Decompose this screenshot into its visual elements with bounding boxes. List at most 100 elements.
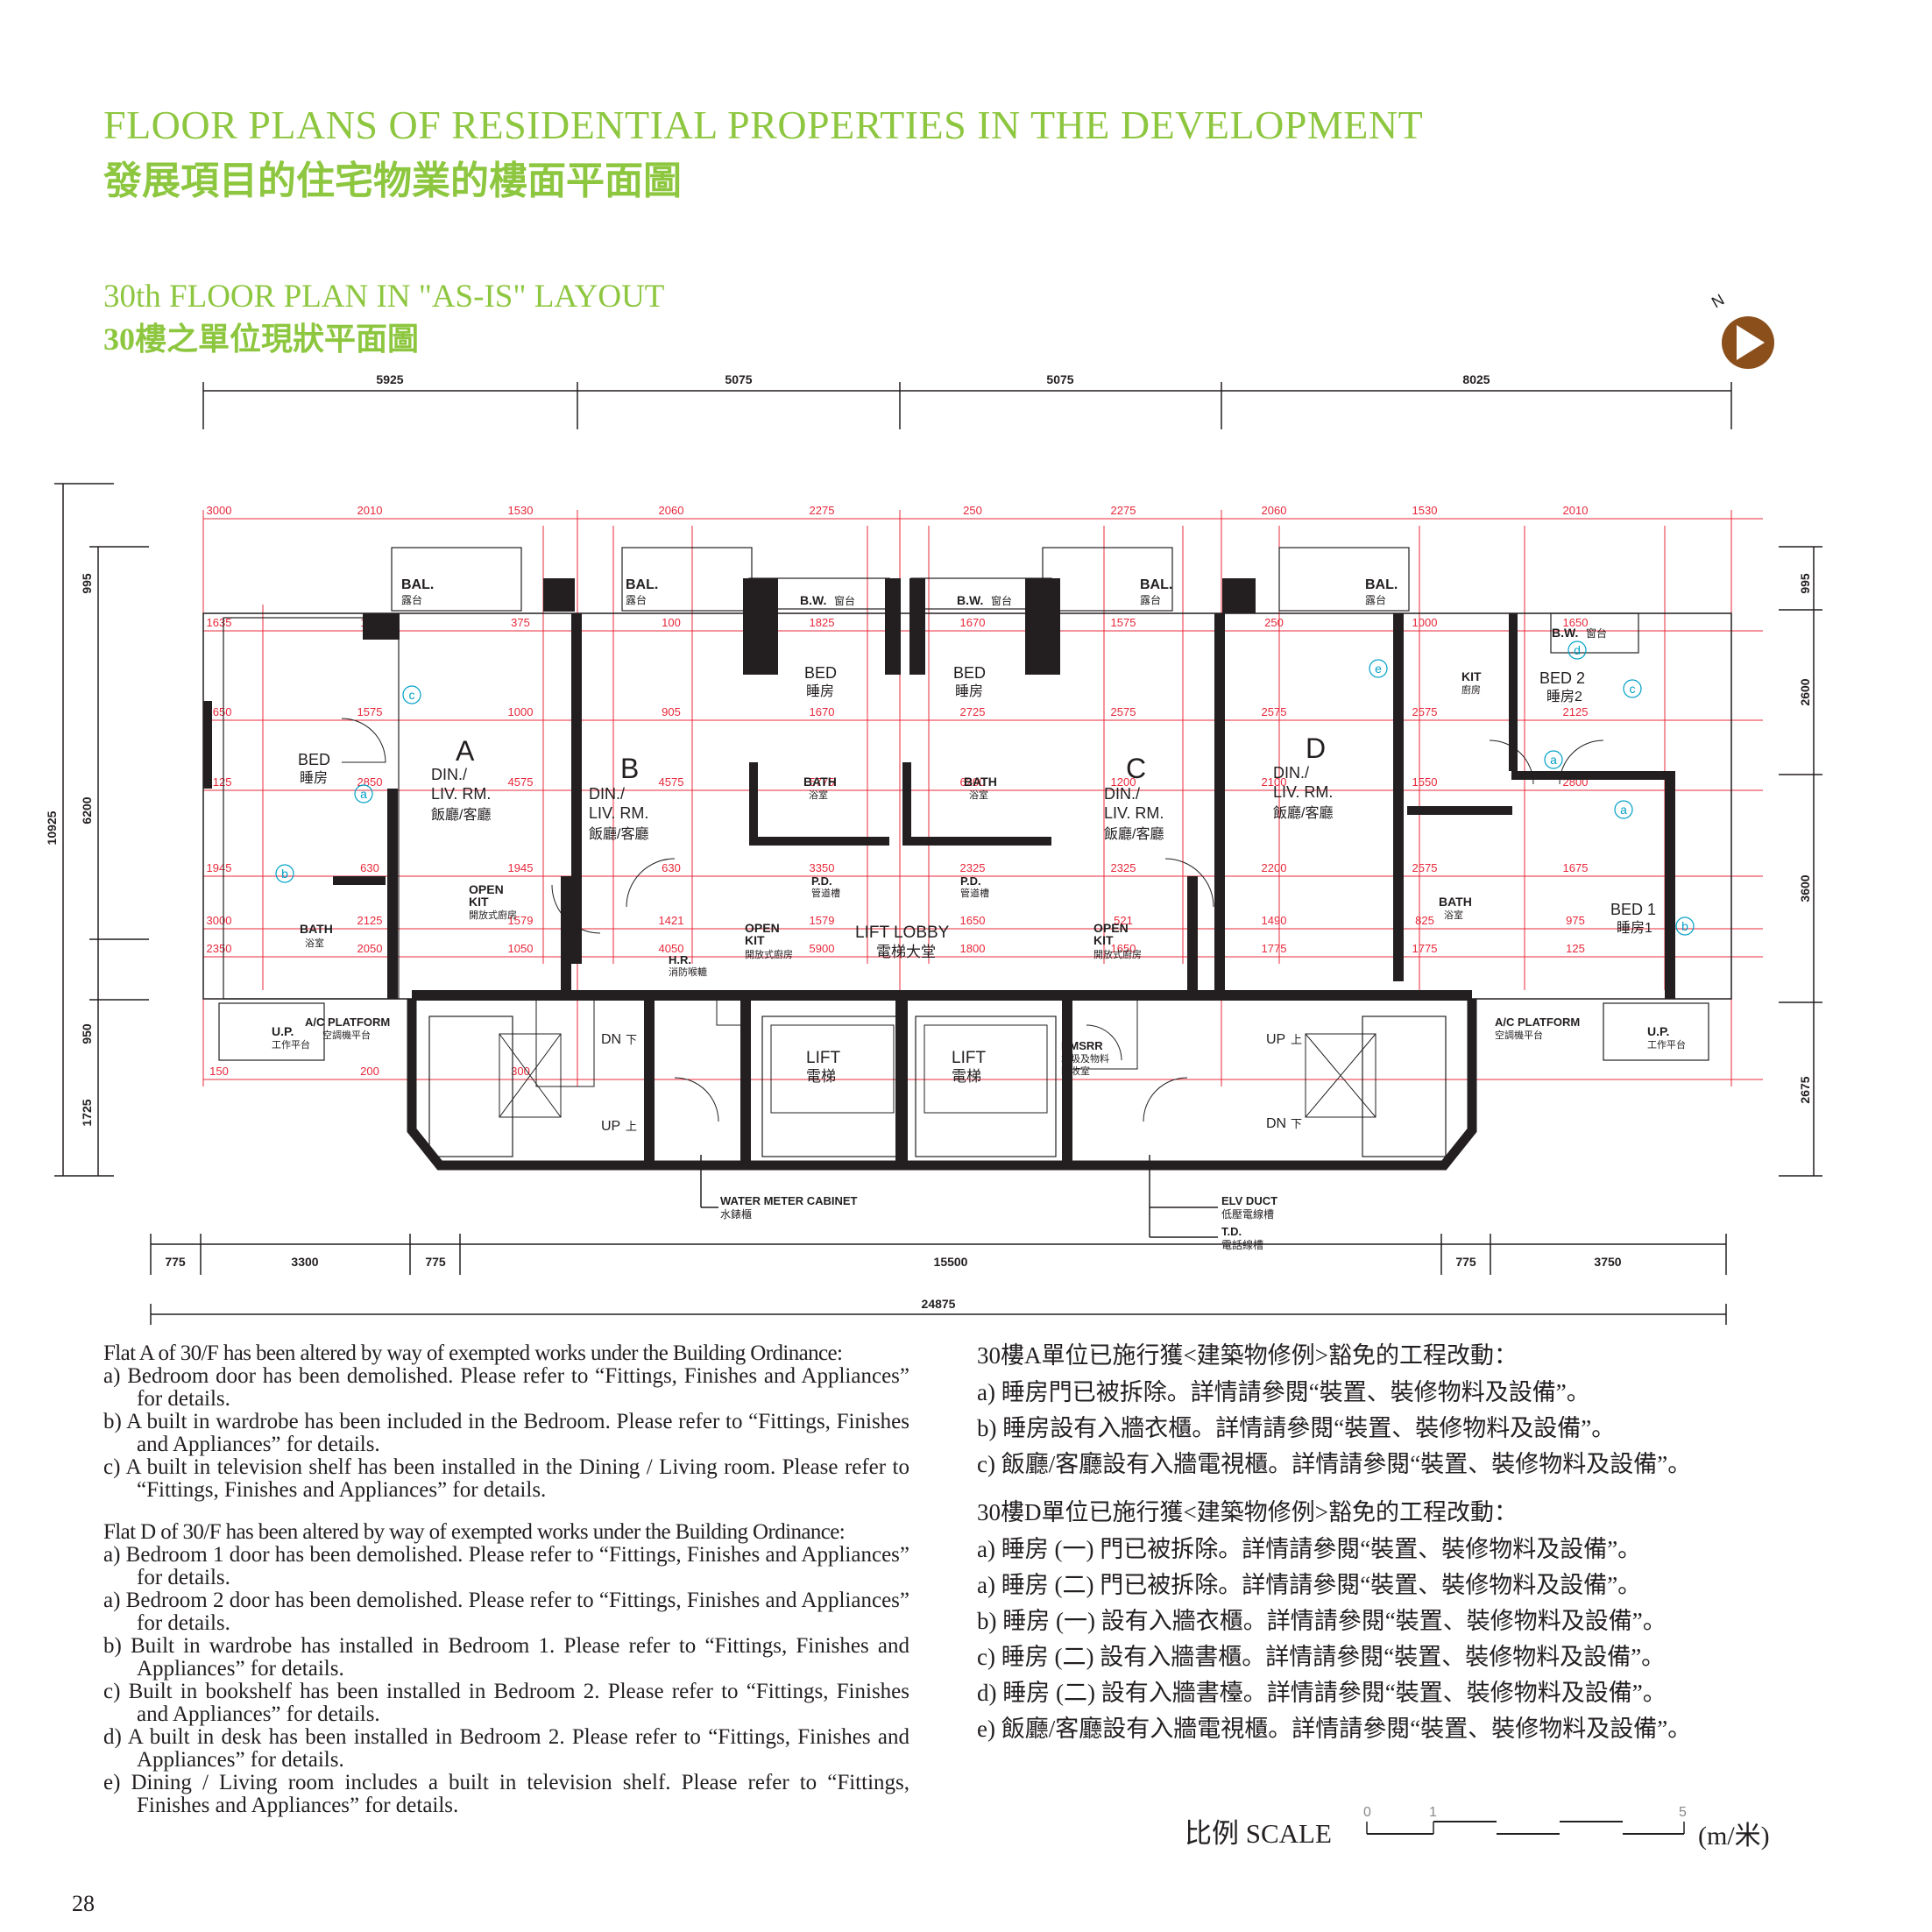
din-label: DIN./ — [1104, 785, 1140, 803]
ac-platform-label: A/C PLATFORM — [1495, 1016, 1580, 1029]
red-dimension-label: 1650 — [960, 914, 986, 927]
telephone-duct-label: T.D. — [1221, 1225, 1242, 1238]
red-dimension-label: 300 — [511, 1065, 530, 1078]
scale-tick-0: 0 — [1363, 1805, 1371, 1820]
scale-unit: (m/米) — [1698, 1822, 1770, 1851]
red-dimension-label: 2575 — [1412, 861, 1438, 874]
room-labels: BAL. 露台 BAL. 露台 BAL. 露台 BAL. 露台 B.W. 窗台 … — [272, 577, 1686, 1251]
red-dimension-label: 2350 — [207, 942, 232, 955]
red-dimension-label: 1530 — [508, 504, 534, 517]
scale-tick-1: 1 — [1429, 1805, 1437, 1820]
red-dimension-label: 4050 — [659, 942, 684, 955]
red-dimension-label: 2060 — [659, 504, 684, 517]
plan-subtitle-zh: 30樓之單位現狀平面圖 — [103, 322, 420, 357]
marker-d: d — [1574, 643, 1581, 657]
stair-down-label: DN — [601, 1032, 621, 1047]
dim-right: 2600 — [1798, 678, 1812, 705]
dim-top: 5075 — [725, 372, 752, 386]
red-dimension-label: 825 — [1415, 914, 1434, 927]
red-dimension-label: 4575 — [508, 775, 534, 789]
ac-platform-label: A/C PLATFORM — [305, 1016, 390, 1029]
bath-label-zh: 浴室 — [305, 937, 324, 949]
dim-left: 995 — [80, 573, 94, 594]
pipe-duct-label: P.D. — [811, 874, 832, 888]
open-kitchen-label: OPEN — [745, 921, 780, 935]
door-swings — [341, 718, 1604, 1122]
note-item-zh: b) 睡房設有入牆衣櫃。詳情請參閱“裝置、裝修物料及設備”。 — [977, 1415, 1616, 1441]
note-item-zh: e) 飯廳/客廳設有入牆電視櫃。詳情請參閱“裝置、裝修物料及設備”。 — [977, 1716, 1692, 1742]
refuse-room-label-zh: 回收室 — [1061, 1065, 1090, 1077]
bath-label-zh: 浴室 — [969, 789, 988, 801]
dim-bottom: 775 — [165, 1255, 186, 1269]
page-title-zh: 發展項目的住宅物業的樓面平面圖 — [103, 159, 682, 202]
red-dimension-label: 3000 — [207, 504, 232, 517]
red-dimension-label: 1530 — [1412, 504, 1438, 517]
note-item-zh: d) 睡房 (二) 設有入牆書檯。詳情請參閱“裝置、裝修物料及設備”。 — [977, 1680, 1667, 1706]
balcony-label-zh: 露台 — [1140, 593, 1161, 606]
bay-window-label: B.W. — [1552, 626, 1578, 640]
bedroom1-label: BED 1 — [1610, 901, 1656, 918]
red-dimension-label: 1650 — [1563, 616, 1589, 629]
red-dimension-label: 3350 — [810, 861, 835, 874]
red-dimension-label: 2100 — [1262, 775, 1287, 789]
red-dimension-label: 2010 — [357, 504, 383, 517]
plan-subtitle: 30th FLOOR PLAN IN "AS-IS" LAYOUT — [103, 279, 665, 315]
dim-left: 950 — [80, 1023, 94, 1044]
open-kitchen-label: KIT — [1093, 933, 1114, 947]
red-dimension-label: 3000 — [207, 914, 232, 927]
liv-label: LIV. RM. — [1273, 783, 1333, 801]
north-compass-icon: N — [1709, 291, 1774, 369]
bay-window-label: B.W. — [957, 593, 983, 607]
note-item-zh: a) 睡房門已被拆除。詳情請參閱“裝置、裝修物料及設備”。 — [977, 1379, 1590, 1405]
dim-top: 8025 — [1462, 372, 1490, 386]
open-kitchen-label: OPEN — [469, 882, 504, 896]
flat-d-notes-heading: Flat D of 30/F has been altered by way o… — [103, 1520, 846, 1544]
bedroom2-label: BED 2 — [1539, 669, 1585, 687]
note-item-zh: c) 睡房 (二) 設有入牆書櫃。詳情請參閱“裝置、裝修物料及設備”。 — [977, 1644, 1666, 1670]
pipe-duct-label: P.D. — [960, 874, 981, 888]
red-dimension-label: 1200 — [1111, 775, 1136, 789]
open-kitchen-label: KIT — [469, 895, 489, 909]
stair-flights — [499, 1033, 1376, 1118]
marker-e: e — [1375, 662, 1382, 676]
red-dimension-label: 250 — [963, 504, 982, 517]
red-dimension-label: 1650 — [1111, 942, 1136, 955]
red-dimension-label: 1800 — [960, 942, 986, 955]
lift-label: LIFT — [952, 1049, 986, 1067]
red-dimension-label: 1670 — [960, 616, 986, 629]
red-dimension-label: 2575 — [1111, 705, 1136, 718]
stair-up-label-zh: 上 — [1291, 1033, 1302, 1046]
flat-c-label: C — [1126, 753, 1146, 784]
red-dimension-label: 5775 — [810, 775, 835, 789]
ac-platform-label-zh: 空調機平台 — [322, 1029, 371, 1041]
red-dimension-label: 2275 — [1111, 504, 1136, 517]
stair-up-label: UP — [1266, 1032, 1285, 1047]
refuse-room-label-zh: 垃圾及物料 — [1061, 1052, 1109, 1065]
red-dimension-label: 2325 — [1111, 861, 1136, 874]
dim-right: 995 — [1798, 573, 1812, 594]
red-dimension-label: 1000 — [1412, 616, 1438, 629]
marker-b: b — [281, 867, 288, 881]
red-dimension-label: 905 — [662, 705, 681, 718]
red-dimension-label: 2200 — [1262, 861, 1287, 874]
page-number: 28 — [72, 1891, 95, 1916]
elv-duct-label-zh: 低壓電線槽 — [1221, 1207, 1274, 1221]
dim-bottom-total: 24875 — [922, 1297, 956, 1311]
red-dimension-label: 200 — [360, 1065, 379, 1078]
red-dimension-label: 1550 — [1412, 775, 1438, 789]
utility-platform-label-zh: 工作平台 — [1647, 1038, 1686, 1051]
compass-label: N — [1709, 291, 1727, 312]
lift-label: LIFT — [806, 1049, 840, 1067]
red-dimension-label: 630 — [662, 861, 681, 874]
red-dimension-label: 1579 — [508, 914, 534, 927]
water-meter-label-zh: 水錶櫃 — [720, 1207, 752, 1221]
liv-label: LIV. RM. — [1104, 804, 1164, 822]
red-dimension-label: 2060 — [1262, 504, 1287, 517]
red-dimension-label: 1490 — [1262, 914, 1287, 927]
red-dimension-label: 1945 — [207, 861, 232, 874]
red-dimension-label: 1000 — [508, 705, 534, 718]
red-dimension-label: 521 — [1114, 914, 1133, 927]
red-dimension-label: 1050 — [508, 942, 534, 955]
red-dimension-label: 1575 — [357, 705, 383, 718]
